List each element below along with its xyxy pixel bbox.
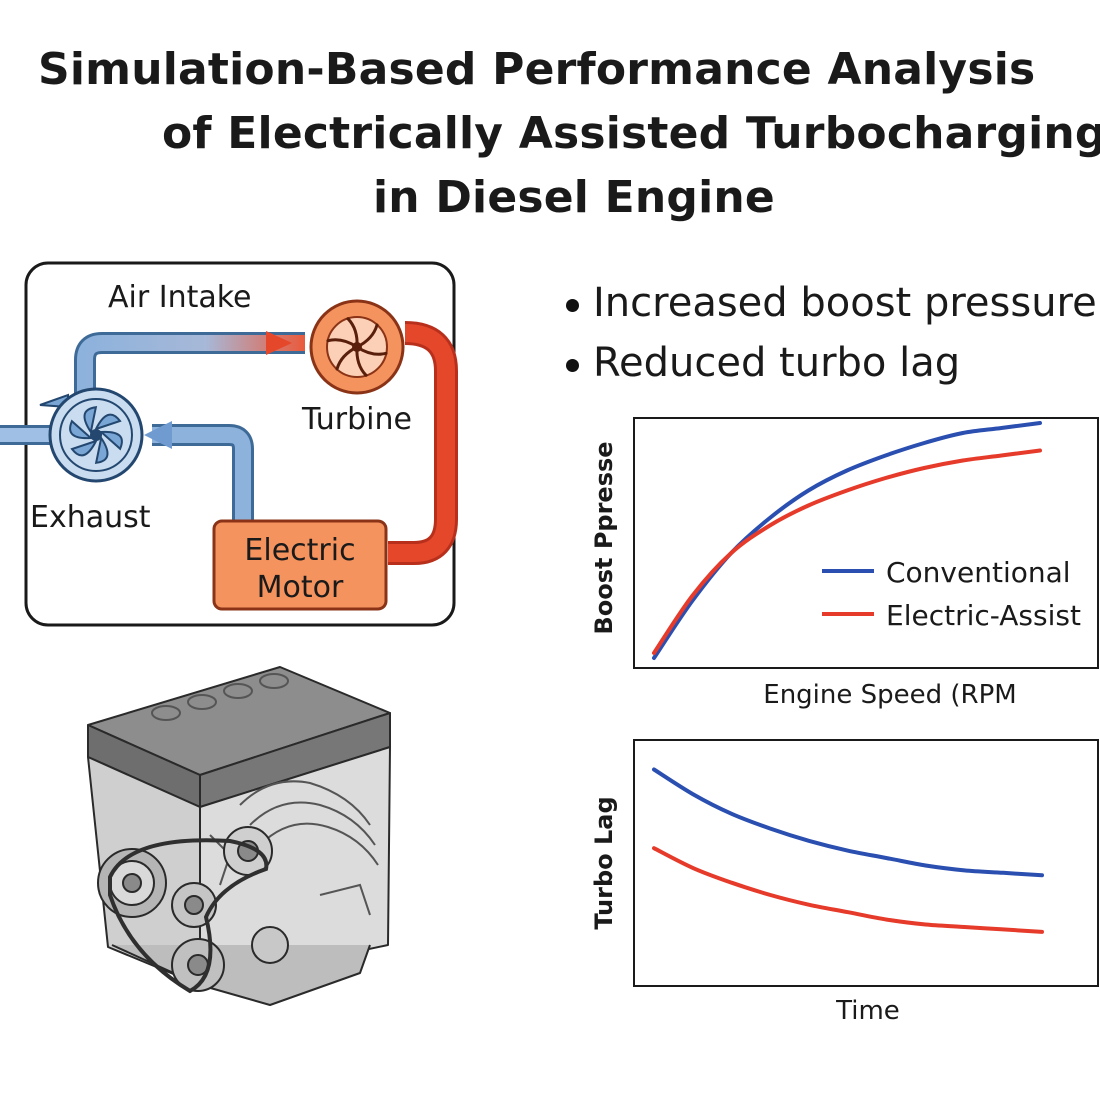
return-arrow-icon — [144, 421, 172, 449]
title-line-2: of Electrically Assisted Turbocharging — [162, 108, 1100, 159]
chart-legend: Conventional Electric-Assist — [822, 556, 1081, 632]
series-line-boost-red — [652, 448, 1042, 655]
title-line-3: in Diesel Engine — [373, 172, 775, 223]
turbo-system-diagram: Electric Motor Air Intake Turbine Exhaus… — [0, 261, 458, 627]
hot-pipe — [388, 321, 458, 565]
intake-pipe — [74, 332, 305, 398]
chart-frame — [633, 739, 1099, 987]
boost-pressure-chart: Boost Ppresse Engine Speed (RPM Conventi… — [590, 417, 1099, 710]
air-intake-label: Air Intake — [108, 280, 252, 315]
series-line-lag-blue — [652, 767, 1044, 878]
motor-label-line1: Electric — [244, 533, 355, 568]
bullet-dot-icon — [566, 358, 579, 372]
title-line-1: Simulation-Based Performance Analysis — [38, 44, 1036, 95]
bullet-dot-icon — [566, 298, 579, 312]
compressor-fan-icon — [69, 406, 123, 464]
y-axis-label: Boost Ppresse — [590, 441, 618, 634]
turbine-fan-icon — [326, 317, 388, 377]
bullet-text: Increased boost pressure — [593, 280, 1097, 326]
electric-motor: Electric Motor — [212, 519, 388, 611]
y-axis-label: Turbo Lag — [590, 796, 618, 929]
benefit-list: Increased boost pressure Reduced turbo l… — [566, 278, 1097, 398]
chart-frame — [633, 417, 1099, 669]
series-line-lag-red — [652, 846, 1044, 934]
intake-arrow-icon — [266, 331, 292, 355]
x-axis-label: Time — [835, 996, 900, 1026]
x-axis-label: Engine Speed (RPM — [763, 680, 1016, 710]
outlet-pipe — [0, 425, 52, 445]
bullet-text: Reduced turbo lag — [593, 340, 961, 386]
exhaust-return-pipe — [152, 424, 254, 522]
bullet-item: Increased boost pressure — [566, 278, 1097, 338]
exhaust-label: Exhaust — [30, 500, 151, 535]
bullet-item: Reduced turbo lag — [566, 338, 1097, 398]
motor-label-line2: Motor — [257, 570, 344, 605]
turbo-lag-chart: Turbo Lag Time — [590, 739, 1099, 1026]
turbine-label: Turbine — [301, 402, 412, 437]
engine-illustration — [87, 666, 391, 1006]
legend-label-electric-assist: Electric-Assist — [886, 599, 1081, 632]
legend-label-conventional: Conventional — [886, 556, 1071, 589]
